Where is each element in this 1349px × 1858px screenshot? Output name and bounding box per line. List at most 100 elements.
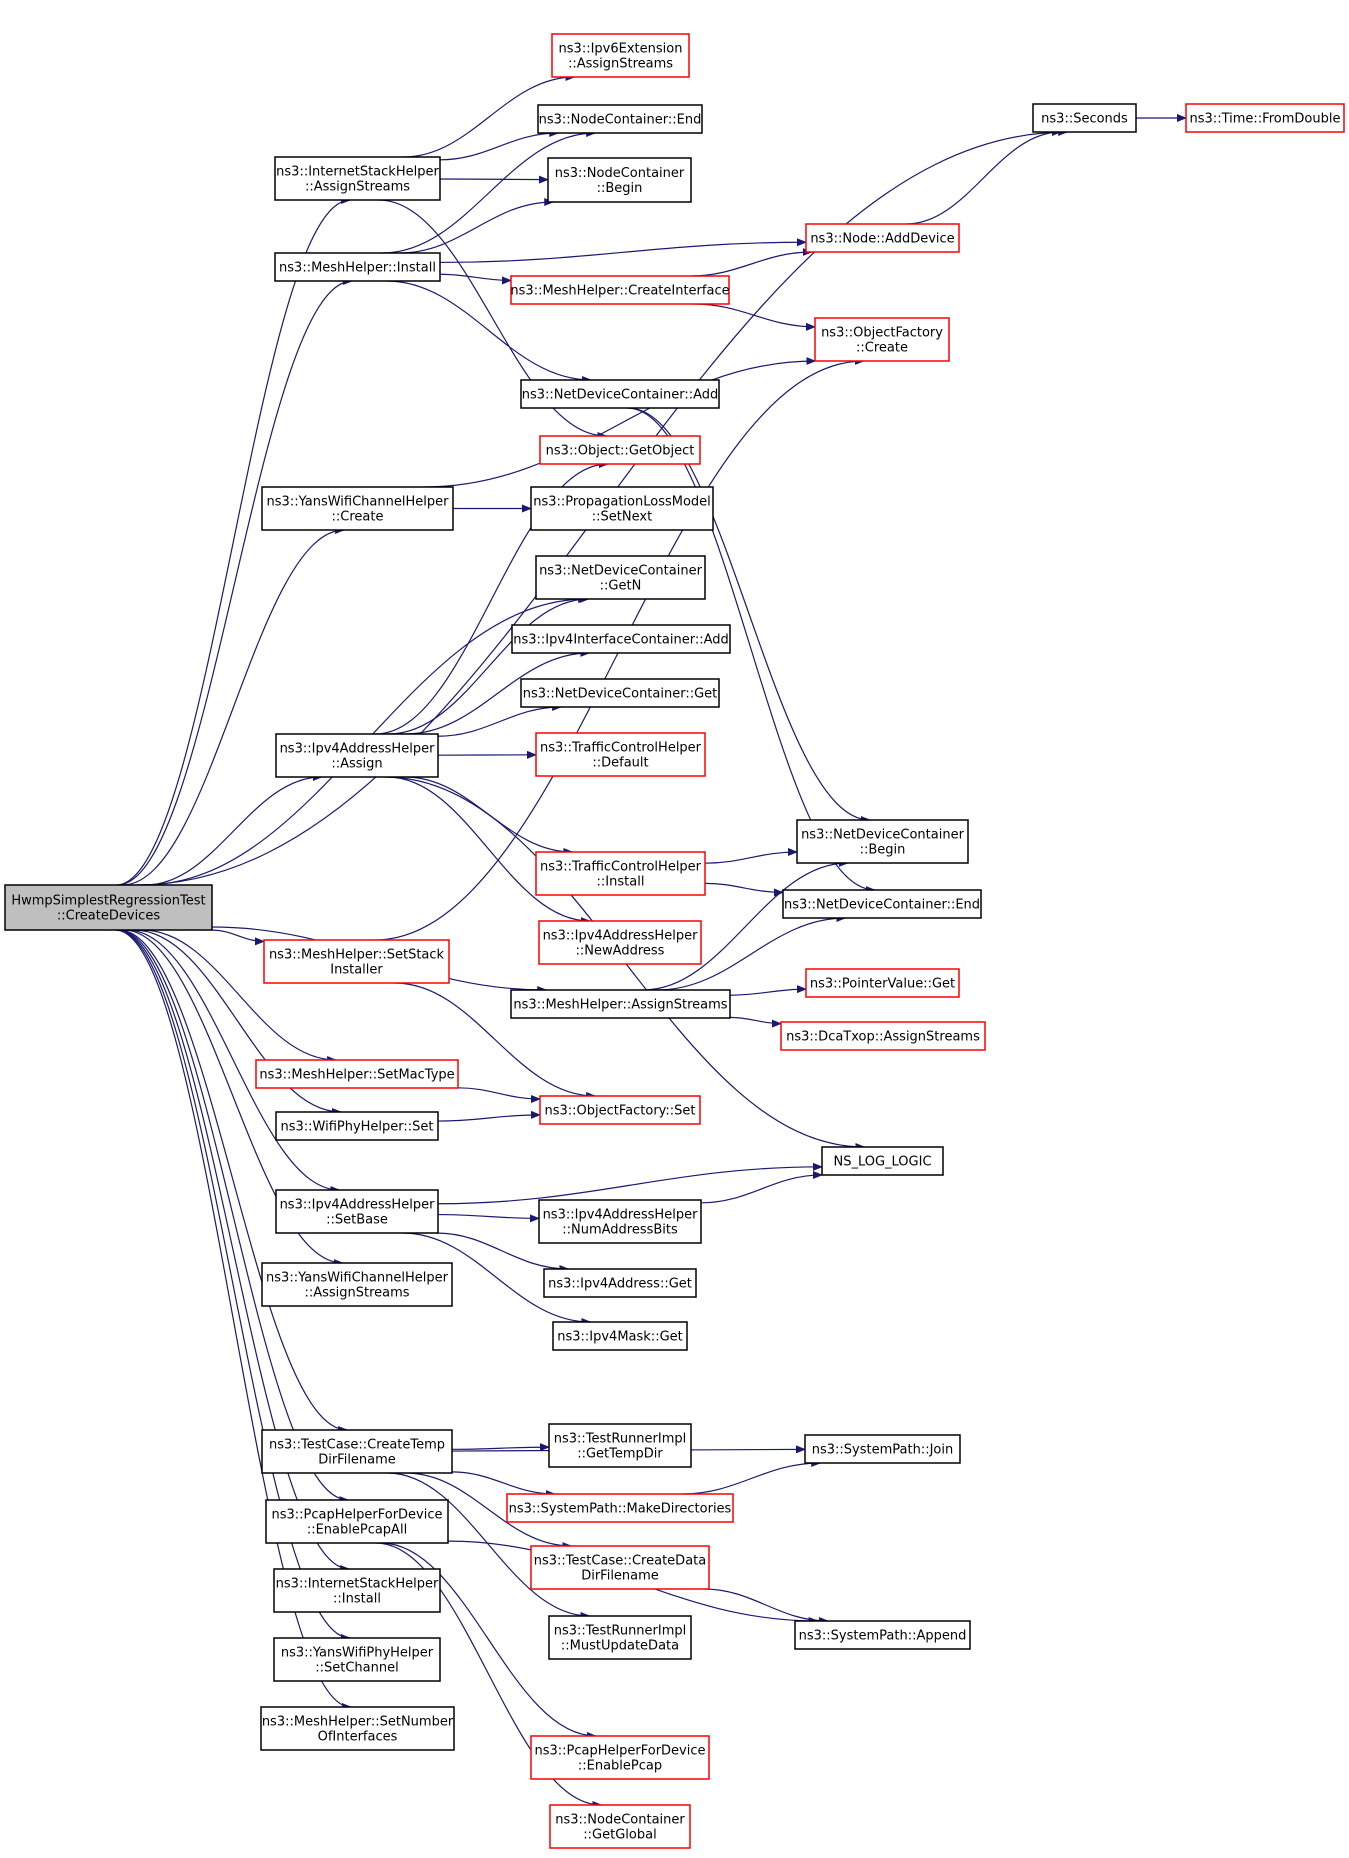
node-ywch-assign[interactable]: ns3::YansWifiChannelHelper::AssignStream…	[261, 1262, 453, 1307]
node-label: ::GetN	[600, 579, 642, 594]
node-tch-default[interactable]: ns3::TrafficControlHelper::Default	[535, 732, 706, 777]
edge-ipv4ah_assign-to-ndc_getn	[388, 595, 590, 735]
node-nc-end[interactable]: ns3::NodeContainer::End	[537, 104, 703, 134]
node-nc-begin[interactable]: ns3::NodeContainer::Begin	[547, 157, 692, 203]
node-obj-getobject[interactable]: ns3::Object::GetObject	[539, 435, 701, 465]
node-ywph-setchannel[interactable]: ns3::YansWifiPhyHelper::SetChannel	[273, 1637, 441, 1682]
node-ipv4addr-get[interactable]: ns3::Ipv4Address::Get	[543, 1268, 697, 1298]
node-box	[510, 275, 730, 305]
node-pv-get[interactable]: ns3::PointerValue::Get	[805, 968, 960, 998]
node-box	[548, 1615, 692, 1660]
node-node-adddevice[interactable]: ns3::Node::AddDevice	[805, 223, 960, 253]
node-tri-gettemp[interactable]: ns3::TestRunnerImpl::GetTempDir	[548, 1423, 692, 1468]
node-ipv4ic-add[interactable]: ns3::Ipv4InterfaceContainer::Add	[511, 624, 731, 654]
node-label: DirFilename	[581, 1569, 659, 1584]
edge-tc_createtemp-to-tri_mustupdate	[387, 1472, 591, 1620]
edge-mesh_assignstreams-to-dcatxop_assign	[729, 1016, 782, 1028]
node-label: NS_LOG_LOGIC	[833, 1155, 931, 1170]
node-label: ns3::InternetStackHelper	[276, 1577, 439, 1592]
edge-line	[657, 914, 847, 991]
edge-mesh_install-to-nc_begin	[399, 198, 555, 254]
node-mesh-install[interactable]: ns3::MeshHelper::Install	[274, 252, 441, 282]
edge-line	[387, 776, 591, 925]
edge-ipv4ah_setbase-to-ns_log_logic	[437, 1162, 823, 1205]
node-ipv4mask-get[interactable]: ns3::Ipv4Mask::Get	[552, 1321, 688, 1351]
edge-line	[387, 1472, 591, 1620]
edge-line	[439, 175, 549, 184]
node-sp-join[interactable]: ns3::SystemPath::Join	[804, 1434, 961, 1464]
node-nc-getglobal[interactable]: ns3::NodeContainer::GetGlobal	[549, 1804, 691, 1849]
node-tri-mustupdate[interactable]: ns3::TestRunnerImpl::MustUpdateData	[548, 1615, 692, 1660]
edge-root-to-mesh_install	[117, 277, 354, 886]
node-ipv4ah-numbits[interactable]: ns3::Ipv4AddressHelper::NumAddressBits	[538, 1199, 702, 1244]
edge-line	[704, 847, 798, 864]
edge-mesh_install-to-ndc_add	[386, 280, 593, 384]
edge-line	[700, 1170, 823, 1204]
edge-ipv4ah_numbits-to-ns_log_logic	[700, 1170, 823, 1204]
node-time-fromdouble[interactable]: ns3::Time::FromDouble	[1185, 103, 1345, 133]
node-mesh-assignstreams[interactable]: ns3::MeshHelper::AssignStreams	[510, 989, 731, 1019]
node-sp-append[interactable]: ns3::SystemPath::Append	[794, 1620, 971, 1650]
node-pcap-enable[interactable]: ns3::PcapHelperForDevice::EnablePcap	[530, 1735, 710, 1780]
node-ipv4ah-newaddr[interactable]: ns3::Ipv4AddressHelper::NewAddress	[538, 920, 702, 965]
node-ndc-end[interactable]: ns3::NetDeviceContainer::End	[782, 889, 982, 919]
node-mesh-setmac[interactable]: ns3::MeshHelper::SetMacType	[255, 1059, 459, 1089]
edge-line	[378, 199, 608, 440]
node-box	[265, 1499, 449, 1544]
node-box	[275, 1189, 439, 1234]
node-box	[275, 1111, 439, 1141]
node-of-create[interactable]: ns3::ObjectFactory::Create	[814, 317, 950, 362]
node-ipv6ext-assign[interactable]: ns3::Ipv6Extension::AssignStreams	[551, 33, 690, 78]
node-box	[530, 1735, 710, 1780]
node-box	[548, 1423, 692, 1468]
node-ish-assign[interactable]: ns3::InternetStackHelper::AssignStreams	[274, 156, 441, 201]
edge-line	[382, 129, 597, 254]
node-box	[520, 678, 720, 708]
node-ipv4ah-setbase[interactable]: ns3::Ipv4AddressHelper::SetBase	[275, 1189, 439, 1234]
node-ndc-add[interactable]: ns3::NetDeviceContainer::Add	[520, 379, 720, 409]
nodes-layer: HwmpSimplestRegressionTest::CreateDevice…	[4, 33, 1345, 1849]
node-label: DirFilename	[318, 1453, 396, 1468]
edge-line	[906, 128, 1062, 225]
edge-node_adddevice-to-seconds	[906, 128, 1062, 225]
edge-ipv4ah_assign-to-obj_getobject	[375, 460, 609, 735]
edge-line	[694, 303, 816, 331]
node-label: ns3::NetDeviceContainer	[539, 564, 703, 579]
node-label: ns3::NodeContainer	[555, 1813, 685, 1828]
node-label: ::Assign	[331, 757, 382, 772]
node-ish-install[interactable]: ns3::InternetStackHelper::Install	[273, 1568, 441, 1613]
node-box	[535, 555, 706, 600]
node-label: ns3::MeshHelper::SetMacType	[259, 1068, 454, 1083]
node-ywch-create[interactable]: ns3::YansWifiChannelHelper::Create	[261, 486, 454, 531]
node-ndc-begin[interactable]: ns3::NetDeviceContainer::Begin	[796, 819, 969, 864]
edge-ish_assign-to-nc_end	[439, 129, 560, 161]
node-tch-install[interactable]: ns3::TrafficControlHelper::Install	[535, 851, 706, 896]
node-label: ::NumAddressBits	[562, 1223, 678, 1238]
node-label: ns3::Ipv4Address::Get	[548, 1277, 692, 1292]
edge-line	[386, 280, 593, 384]
node-label: OfInterfaces	[318, 1730, 398, 1745]
node-dcatxop-assign[interactable]: ns3::DcaTxop::AssignStreams	[780, 1021, 986, 1051]
node-seconds[interactable]: ns3::Seconds	[1032, 103, 1137, 133]
node-label: ns3::MeshHelper::AssignStreams	[513, 998, 727, 1013]
node-label: ns3::NetDeviceContainer::Add	[522, 388, 719, 403]
node-plm-setnext[interactable]: ns3::PropagationLossModel::SetNext	[530, 486, 714, 531]
edge-sp_mkdirs-to-sp_join	[682, 1459, 822, 1495]
edge-line	[126, 929, 341, 1194]
node-ns-log-logic[interactable]: NS_LOG_LOGIC	[821, 1146, 944, 1176]
node-sp-mkdirs[interactable]: ns3::SystemPath::MakeDirectories	[506, 1493, 734, 1523]
node-ipv4ah-assign[interactable]: ns3::Ipv4AddressHelper::Assign	[275, 733, 439, 778]
edge-root-to-mesh_setmac	[142, 929, 338, 1064]
node-mesh-createif[interactable]: ns3::MeshHelper::CreateInterface	[510, 275, 730, 305]
node-ndc-get[interactable]: ns3::NetDeviceContainer::Get	[520, 678, 720, 708]
node-label: ns3::Ipv4AddressHelper	[543, 929, 699, 944]
node-ndc-getn[interactable]: ns3::NetDeviceContainer::GetN	[535, 555, 706, 600]
node-wifiphy-set[interactable]: ns3::WifiPhyHelper::Set	[275, 1111, 439, 1141]
node-box	[538, 920, 702, 965]
node-of-set[interactable]: ns3::ObjectFactory::Set	[539, 1095, 701, 1125]
node-pcap-all[interactable]: ns3::PcapHelperForDevice::EnablePcapAll	[265, 1499, 449, 1544]
